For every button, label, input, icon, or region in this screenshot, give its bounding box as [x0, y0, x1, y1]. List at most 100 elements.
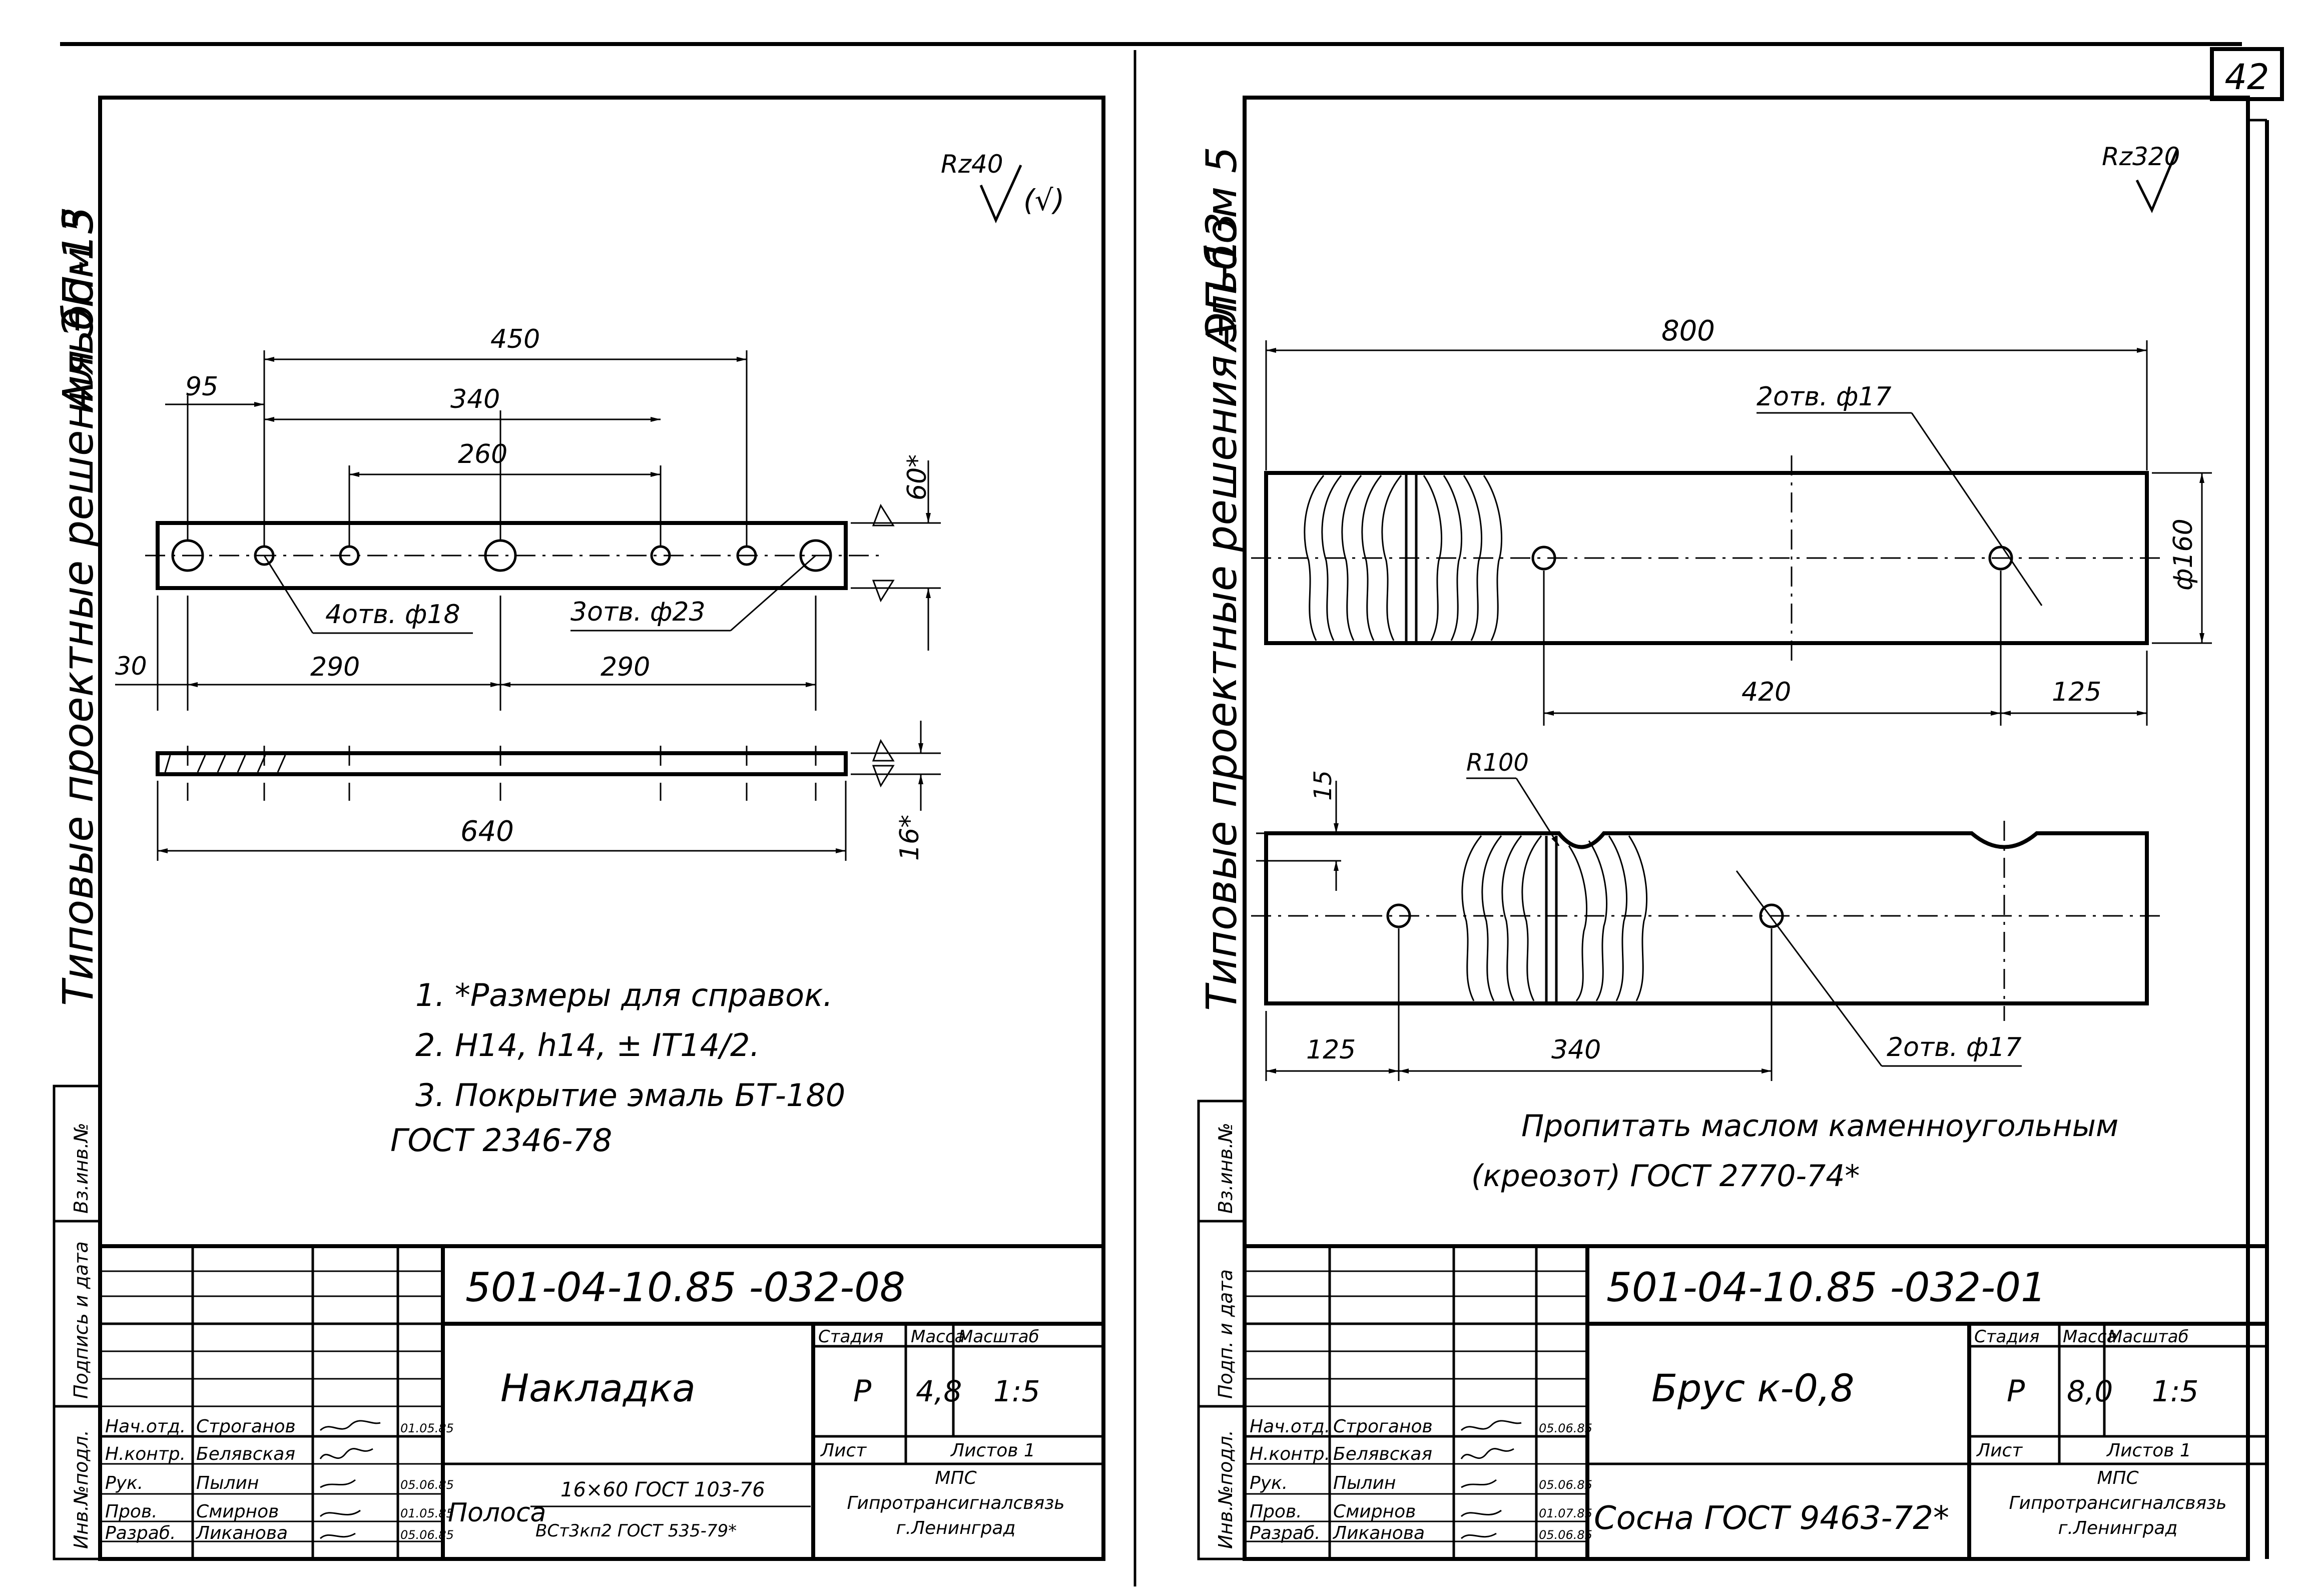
roughness-check-icon — [2135, 150, 2178, 214]
right-date-5: 05.06.85 — [1539, 1528, 1592, 1542]
left-material-top: 16×60 ГОСТ 103-76 — [560, 1478, 765, 1501]
holes-4xd18: 4отв. ф18 — [325, 600, 460, 630]
roughness-check-icon — [979, 164, 1022, 224]
page-number: 42 — [2224, 57, 2269, 98]
left-note-3: 3. Покрытие эмаль БТ-180 — [415, 1077, 845, 1114]
hole-d23 — [799, 539, 832, 572]
left-sheet: Типовые проектные решения ЭП-13 Альбом 5… — [53, 96, 1105, 1561]
hole-d18 — [736, 545, 757, 566]
hole-d18 — [339, 545, 360, 566]
left-side-label-2: Подпись и дата — [70, 1241, 92, 1399]
right-side-label-2: Подп. и дата — [1215, 1269, 1237, 1399]
left-side-label-3: Вз.инв.№ — [70, 1123, 92, 1214]
hole-d18 — [254, 545, 275, 566]
left-mass: 4,8 — [916, 1374, 962, 1408]
left-name-5: Ликанова — [195, 1523, 288, 1543]
right-title-block: Нач.отд. Н.контр. Рук. Пров. Разраб. Стр… — [1245, 1244, 2267, 1559]
right-role-4: Пров. — [1250, 1501, 1302, 1522]
signature — [320, 1479, 356, 1488]
right-mass: 8,0 — [2067, 1374, 2113, 1408]
dim-125-a: 125 — [2052, 677, 2101, 707]
left-title-block: Нач.отд. Н.контр. Рук. Пров. Разраб. Стр… — [100, 1244, 1103, 1559]
left-name-2: Белявская — [196, 1444, 295, 1464]
right-album-title: Альбом 5 — [1197, 147, 1246, 353]
beam-side-view — [1264, 831, 2149, 1005]
right-role-3: Рук. — [1250, 1473, 1288, 1493]
right-roughness: Rz320 — [2102, 142, 2180, 171]
left-date-5: 05.06.85 — [400, 1528, 454, 1542]
dim-290-b: 290 — [601, 652, 650, 682]
holes-2xd17-top: 2отв. ф17 — [1757, 382, 1892, 412]
right-side-label-1: Инв.№подл. — [1215, 1430, 1237, 1549]
right-name-1: Строганов — [1333, 1416, 1433, 1437]
right-name-2: Белявская — [1333, 1444, 1432, 1464]
left-roughness-paren: (√) — [1023, 183, 1064, 217]
right-sheet: Типовые проектные решения ЭП-13 Альбом 5… — [1197, 96, 2269, 1561]
right-date-4: 01.07.85 — [1539, 1506, 1592, 1520]
left-date-1: 01.05.85 — [400, 1421, 454, 1435]
right-side-label-3: Вз.инв.№ — [1215, 1123, 1237, 1214]
signature — [1460, 1509, 1502, 1517]
left-name-1: Строганов — [196, 1416, 296, 1437]
right-name-3: Пылин — [1333, 1473, 1396, 1493]
dim-d160: ф160 — [2168, 518, 2198, 591]
signature — [1461, 1479, 1497, 1488]
dim-95: 95 — [185, 372, 218, 402]
left-sheet-label: Лист — [820, 1440, 867, 1461]
hole-d17 — [1988, 546, 2013, 571]
right-part-name: Брус к-0,8 — [1651, 1366, 1855, 1410]
right-role-5: Разраб. — [1250, 1523, 1320, 1543]
left-date-3: 05.06.85 — [400, 1478, 454, 1492]
left-org-2: Гипротрансигналсвязь — [847, 1493, 1064, 1513]
left-role-3: Рук. — [105, 1473, 143, 1493]
signature — [1460, 1420, 1522, 1431]
left-note-1: 1. *Размеры для справок. — [415, 977, 833, 1013]
dim-260: 260 — [458, 439, 507, 469]
left-album-title: Альбом 5 — [54, 207, 103, 413]
signature — [319, 1532, 356, 1539]
signature — [319, 1509, 361, 1517]
left-note-4: ГОСТ 2346-78 — [390, 1122, 612, 1159]
right-sheet-frame — [1243, 96, 2250, 1561]
right-org-1: МПС — [2097, 1468, 2139, 1488]
right-material: Сосна ГОСТ 9463-72* — [1594, 1500, 1949, 1537]
left-material-label: Полоса — [448, 1498, 546, 1528]
left-col-scale: Масштаб — [958, 1327, 1039, 1347]
right-org-2: Гипротрансигналсвязь — [2009, 1493, 2226, 1513]
right-sheet-label: Лист — [1976, 1440, 2023, 1461]
left-org-1: МПС — [935, 1468, 977, 1488]
left-col-mass: Масса — [911, 1327, 965, 1347]
dim-16: 16* — [895, 815, 925, 861]
left-material-bottom: ВСт3кп2 ГОСТ 535-79* — [535, 1521, 737, 1541]
right-stage: Р — [2007, 1374, 2025, 1409]
hole-d17 — [1386, 903, 1411, 928]
hole-d17 — [1759, 903, 1784, 928]
right-date-3: 05.06.85 — [1539, 1478, 1592, 1492]
right-name-4: Смирнов — [1333, 1501, 1416, 1522]
holes-2xd17-bottom: 2отв. ф17 — [1887, 1032, 2022, 1062]
right-date-1: 05.06.85 — [1539, 1421, 1592, 1435]
dim-125-b: 125 — [1306, 1035, 1356, 1065]
left-side-label-1: Инв.№подл. — [70, 1430, 92, 1549]
left-role-5: Разраб. — [105, 1523, 176, 1543]
right-series-title: Типовые проектные решения ЭП-13 — [1197, 212, 1246, 1011]
signature — [319, 1420, 381, 1431]
left-name-3: Пылин — [196, 1473, 259, 1493]
signature — [1460, 1532, 1497, 1539]
dim-800: 800 — [1661, 315, 1715, 347]
left-scale: 1:5 — [993, 1374, 1040, 1408]
left-role-4: Пров. — [105, 1501, 158, 1522]
left-doc-code: 501-04-10.85 -032-08 — [465, 1264, 905, 1311]
right-role-1: Нач.отд. — [1250, 1416, 1330, 1437]
hole-d17 — [1531, 546, 1556, 571]
right-side-strip — [1197, 1100, 1246, 1560]
right-org-3: г.Ленинград — [2058, 1518, 2178, 1538]
right-scale: 1:5 — [2152, 1374, 2198, 1408]
left-col-stage: Стадия — [818, 1327, 883, 1347]
right-doc-code: 501-04-10.85 -032-01 — [1606, 1264, 2046, 1311]
left-sheet-frame — [98, 96, 1105, 1561]
left-role-1: Нач.отд. — [105, 1416, 186, 1437]
right-note-1: Пропитать маслом каменноугольным — [1521, 1109, 2118, 1144]
dim-r100: R100 — [1466, 749, 1529, 777]
